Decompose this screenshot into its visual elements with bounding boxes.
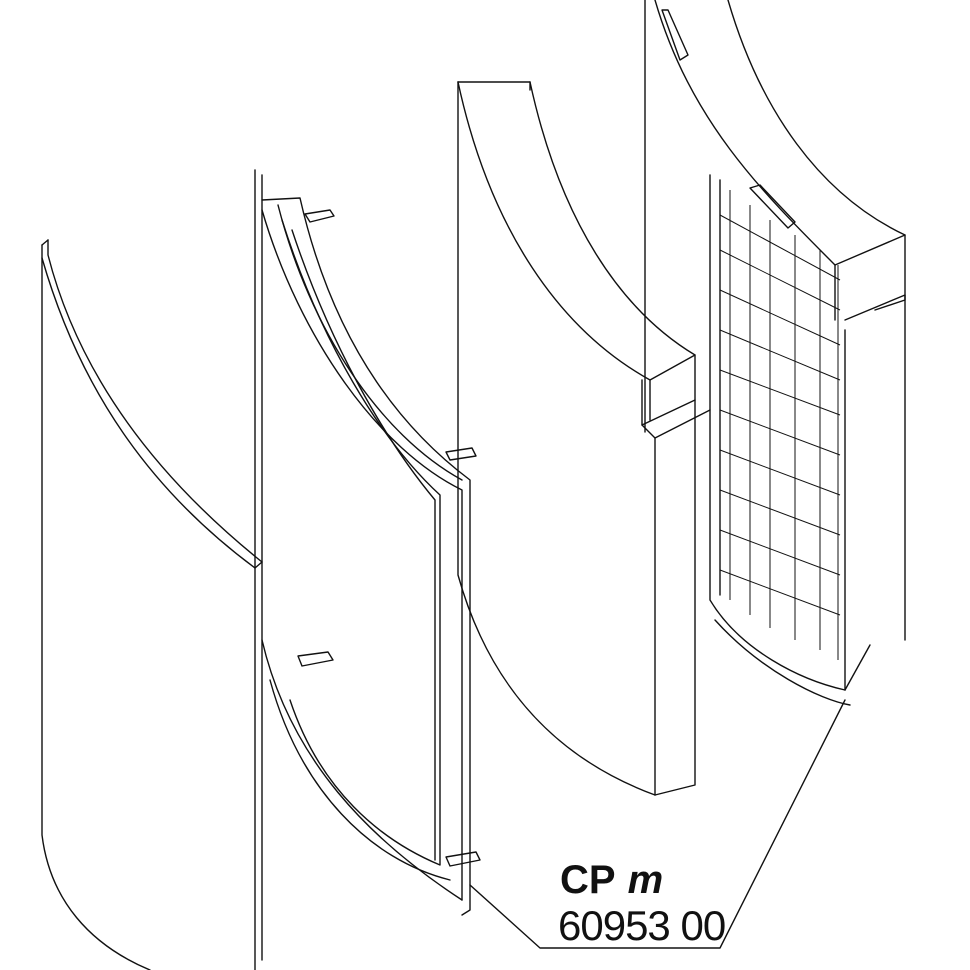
part-code: CP xyxy=(560,858,616,902)
panel-frame xyxy=(254,169,481,970)
panel-grid-cage xyxy=(644,0,906,706)
panel-foam-block xyxy=(457,81,711,796)
part-model: m xyxy=(627,858,664,902)
panel-front-sheet xyxy=(41,239,263,970)
part-number-label: 60953 00 xyxy=(558,902,726,949)
leader-lines xyxy=(469,699,846,949)
cage-grid-cells xyxy=(719,190,841,660)
